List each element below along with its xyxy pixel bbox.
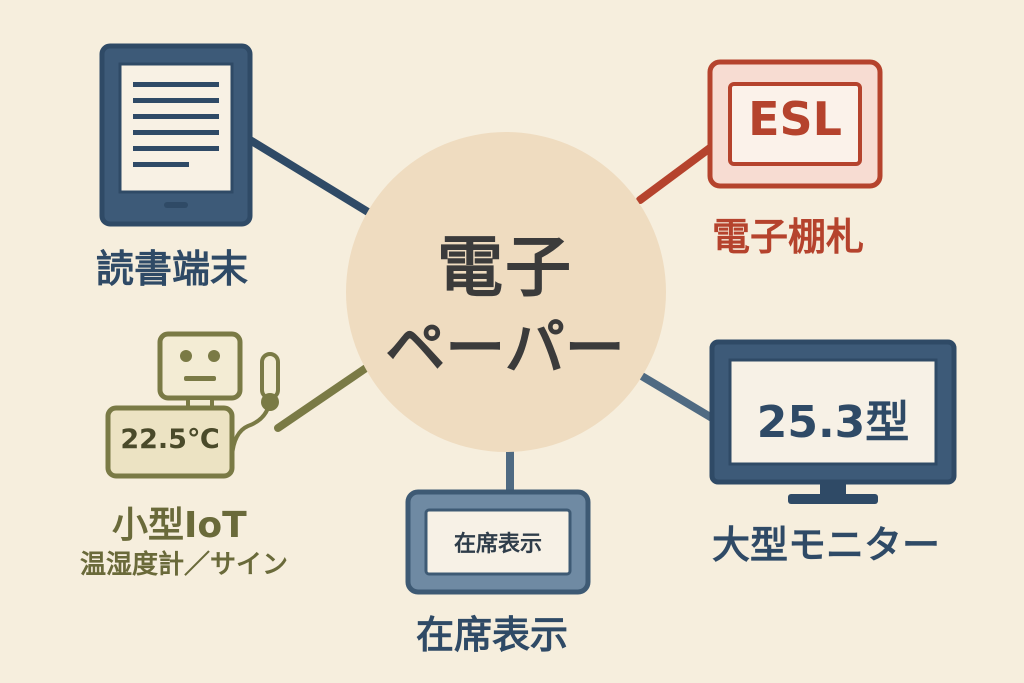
monitor-label: 大型モニター [712,523,941,567]
presence-label: 在席表示 [416,613,569,657]
presence-screen-text: 在席表示 [453,532,542,557]
iot-robot-icon [157,331,280,457]
monitor-screen-text: 25.3型 [756,397,910,448]
iot-sublabel: 温湿度計／サイン [80,550,289,580]
thermometer-display-icon [105,405,235,479]
reader-label: 読書端末 [96,247,249,291]
connector-monitor [636,371,716,422]
center-title-line2: ペーパー [385,314,625,384]
esl-label: 電子棚札 [712,215,865,259]
connector-reader [246,136,372,216]
iot-label: 小型IoT [112,505,247,546]
center-circle [346,132,666,452]
monitor-icon [709,339,957,504]
ebook-reader-icon [99,43,253,227]
esl-tag-icon [707,59,883,189]
connector-esl [636,144,714,204]
presence-display-icon [405,489,591,595]
esl-screen-text: ESL [748,92,842,146]
center-title-line1: 電子 [437,229,573,306]
connector-iot [274,364,370,432]
iot-screen-text: 22.5℃ [120,424,220,455]
